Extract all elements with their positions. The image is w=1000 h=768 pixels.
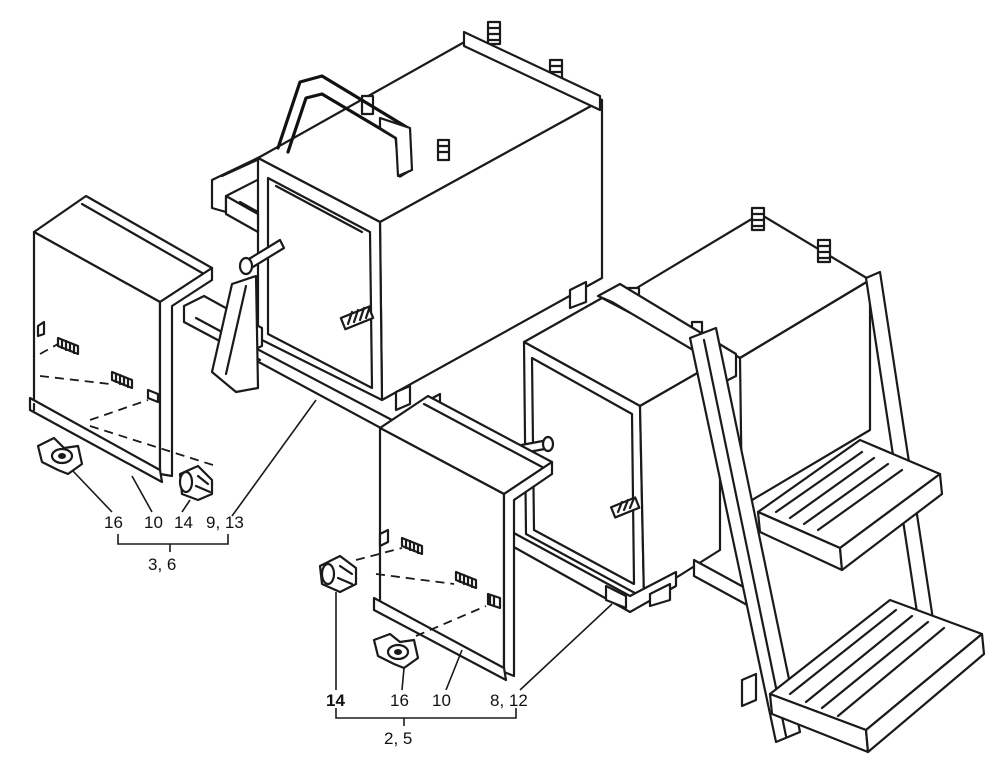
right-cover-slot-3 [486, 592, 502, 610]
right-cover-panel [355, 394, 554, 682]
upper-box-front-face [256, 156, 384, 402]
callout-left-16: 16 [104, 513, 123, 532]
right-cover-assembly-line-3 [415, 605, 487, 637]
leader-right-10 [445, 649, 463, 691]
upper-battery-box [182, 20, 604, 436]
left-cover-assembly-line-2 [39, 375, 111, 385]
lower-box-terminal-2 [816, 238, 832, 264]
upper-box-handle [238, 238, 286, 276]
callout-right-assembly: 2, 5 [384, 729, 413, 748]
lower-box-terminal-1 [750, 206, 766, 232]
leader-left-10 [131, 475, 153, 513]
left-cover-assembly-line-3 [89, 399, 149, 421]
right-clip [318, 554, 358, 594]
left-cover-assembly-line-1 [39, 343, 59, 355]
left-cover-slot-2 [110, 370, 134, 390]
upper-box-terminal-1 [486, 20, 502, 46]
callout-left-assembly: 3, 6 [148, 555, 177, 574]
leader-left-16 [71, 469, 113, 513]
leader-lines [71, 399, 613, 726]
lower-battery-box [510, 206, 986, 754]
upper-box-threaded-rod [339, 304, 375, 331]
callout-left-14: 14 [174, 513, 193, 532]
left-clip [178, 464, 214, 502]
lower-box-hold-down-bar [596, 282, 738, 386]
upper-box-lid [462, 30, 602, 112]
left-cover-panel [28, 194, 217, 484]
bracket-left-assembly [117, 534, 229, 552]
right-cover-slot-1 [400, 536, 424, 556]
callout-left-9-13: 9, 13 [206, 513, 244, 532]
left-cover-assembly-line-4 [89, 425, 217, 467]
callout-right-16: 16 [390, 691, 409, 710]
leader-left-14 [181, 499, 191, 513]
upper-box-terminal-3 [436, 138, 451, 162]
lower-box-threaded-rod [609, 496, 641, 519]
lower-box-front-side [638, 358, 722, 600]
leader-right-16 [401, 667, 405, 691]
right-wing-nut [372, 632, 420, 670]
lower-step [768, 598, 986, 754]
upper-step [756, 438, 944, 572]
callout-right-10: 10 [432, 691, 451, 710]
right-cover-assembly-line-2 [375, 573, 455, 585]
callout-left-10: 10 [144, 513, 163, 532]
leader-right-8-12 [519, 603, 613, 691]
callout-right-14: 14 [326, 691, 345, 710]
left-wing-nut [36, 436, 84, 476]
left-cover-slot-1 [56, 336, 80, 356]
right-cover-slot-2 [454, 570, 478, 590]
right-cover-assembly-line-1 [355, 547, 403, 561]
leader-left-9-13 [231, 399, 317, 517]
left-cover-slot-3 [146, 388, 160, 404]
bracket-right-assembly [335, 708, 517, 726]
callout-right-8-12: 8, 12 [490, 691, 528, 710]
